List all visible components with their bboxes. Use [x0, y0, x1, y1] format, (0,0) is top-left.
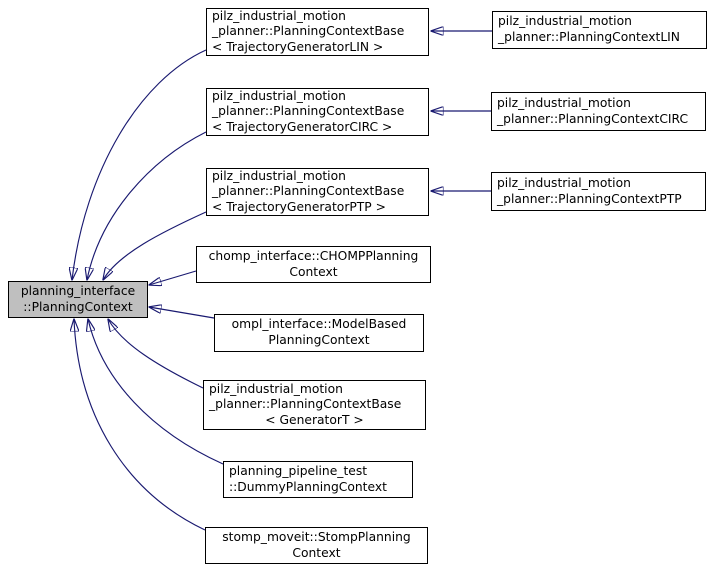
class-name-line: planning_interface — [20, 283, 136, 298]
class-node-pilz-planning-context-circ[interactable]: pilz_industrial_motion _planner::Plannin… — [491, 92, 706, 131]
class-node-ompl-model-based-planning-context[interactable]: ompl_interface::ModelBased PlanningConte… — [214, 314, 424, 352]
class-name-line: ompl_interface::ModelBased — [231, 317, 407, 332]
class-name-line: pilz_industrial_motion — [497, 95, 631, 110]
class-node-dummy-planning-context[interactable]: planning_pipeline_test ::DummyPlanningCo… — [223, 461, 413, 498]
class-name-line: chomp_interface::CHOMPPlanning — [208, 248, 419, 263]
edge-pilz-base-circ-to-root — [87, 131, 207, 280]
class-node-chomp-planning-context[interactable]: chomp_interface::CHOMPPlanning Context — [196, 246, 431, 283]
class-node-pilz-planning-context-base-generic[interactable]: pilz_industrial_motion _planner::Plannin… — [203, 380, 426, 430]
class-node-pilz-planning-context-base-circ[interactable]: pilz_industrial_motion _planner::Plannin… — [206, 88, 429, 136]
class-node-pilz-planning-context-base-ptp[interactable]: pilz_industrial_motion _planner::Plannin… — [206, 168, 429, 216]
edge-pilz-base-generic-to-root — [108, 319, 204, 389]
class-name-line: pilz_industrial_motion — [209, 381, 343, 396]
class-name-line: pilz_industrial_motion — [498, 14, 632, 29]
edge-stomp-to-root — [74, 319, 206, 531]
class-name-line: PlanningContext — [268, 333, 370, 347]
class-node-pilz-planning-context-ptp[interactable]: pilz_industrial_motion _planner::Plannin… — [491, 172, 706, 211]
class-name-line: planning_pipeline_test — [229, 463, 368, 478]
class-node-pilz-planning-context-lin[interactable]: pilz_industrial_motion _planner::Plannin… — [492, 11, 707, 49]
class-name-line: ::PlanningContext — [23, 299, 133, 314]
class-name-line: _planner::PlanningContextLIN — [498, 30, 681, 44]
class-name-line: _planner::PlanningContextBase — [209, 397, 402, 412]
class-name-line: Context — [289, 264, 338, 279]
class-name-line: pilz_industrial_motion — [497, 175, 631, 190]
class-name-line: Context — [292, 545, 341, 560]
class-name-line: _planner::PlanningContextBase — [212, 104, 405, 119]
edge-pilz-base-lin-to-root — [72, 49, 207, 280]
class-name-line: pilz_industrial_motion — [212, 88, 346, 103]
class-name-line: _planner::PlanningContextBase — [212, 184, 405, 199]
edge-pilz-base-ptp-to-root — [103, 211, 207, 280]
class-name-line: _planner::PlanningContextPTP — [497, 191, 682, 206]
class-node-stomp-planning-context[interactable]: stomp_moveit::StompPlanning Context — [205, 527, 428, 564]
class-name-line: < TrajectoryGeneratorPTP > — [212, 199, 386, 214]
edge-chomp-to-root — [149, 270, 197, 285]
class-name-line: ::DummyPlanningContext — [229, 479, 387, 494]
class-name-line: _planner::PlanningContextCIRC — [497, 111, 689, 126]
class-name-line: < TrajectoryGeneratorLIN > — [212, 39, 384, 54]
class-name-line: pilz_industrial_motion — [212, 8, 346, 23]
class-name-line: < TrajectoryGeneratorCIRC > — [212, 119, 393, 134]
edge-dummy-to-root — [88, 319, 224, 465]
class-name-line: pilz_industrial_motion — [212, 168, 346, 183]
class-name-line: < GeneratorT > — [265, 412, 364, 427]
class-node-planning-interface-planning-context: planning_interface ::PlanningContext — [8, 281, 148, 318]
class-node-pilz-planning-context-base-lin[interactable]: pilz_industrial_motion _planner::Plannin… — [206, 8, 429, 56]
class-name-line: _planner::PlanningContextBase — [212, 24, 405, 39]
edge-ompl-to-root — [149, 307, 215, 319]
class-name-line: stomp_moveit::StompPlanning — [222, 529, 411, 544]
